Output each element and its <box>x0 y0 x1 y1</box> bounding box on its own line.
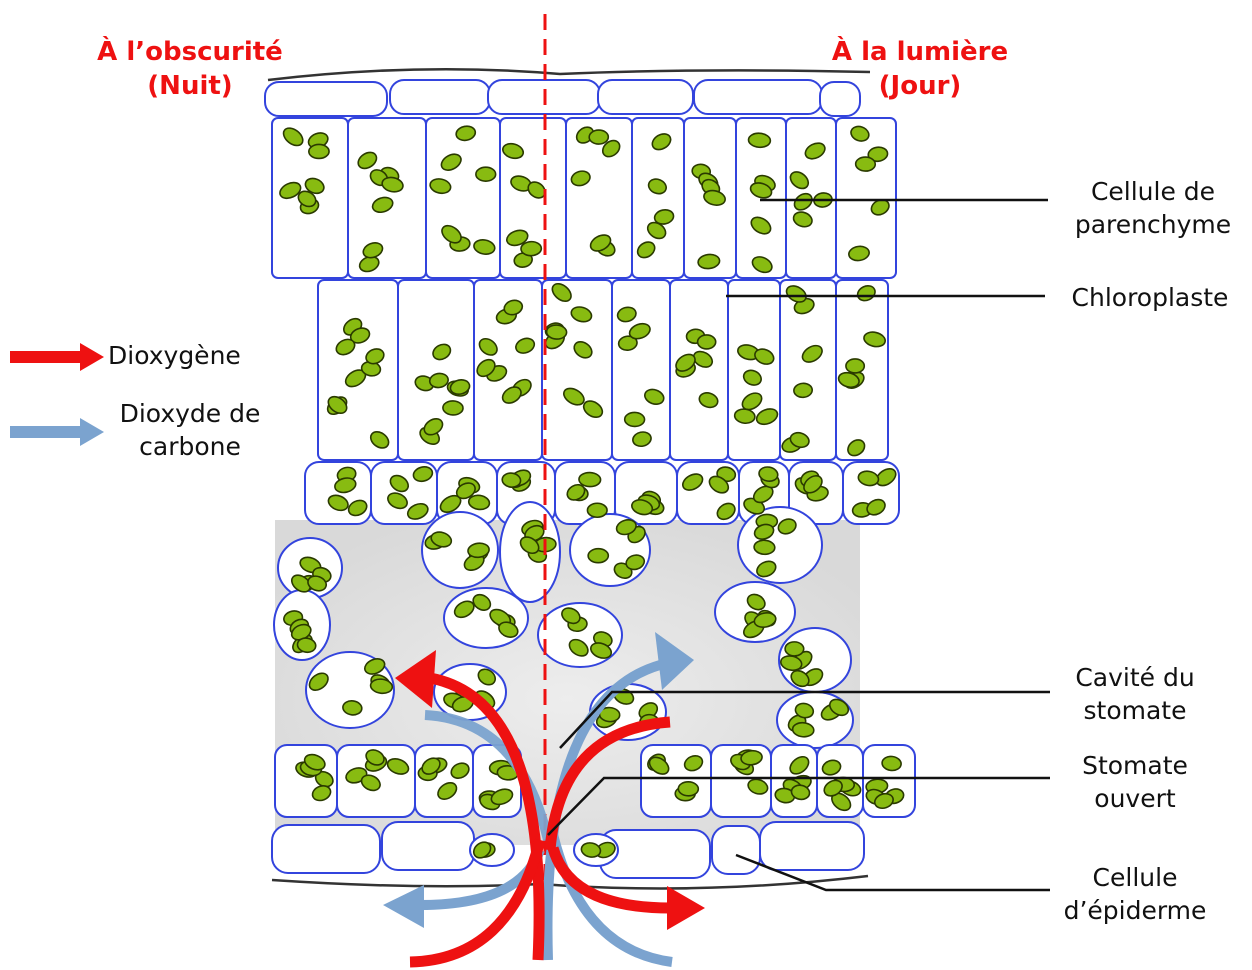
stomata-label-line2: ouvert <box>1040 783 1230 816</box>
chloroplast <box>521 241 542 256</box>
chloroplast <box>587 503 607 517</box>
chloroplast <box>309 144 329 158</box>
chloroplast <box>856 157 876 171</box>
chloroplast <box>748 133 771 148</box>
cavity-label: Cavité du stomate <box>1040 662 1230 727</box>
co2-legend-line1: Dioxyde de <box>100 398 280 431</box>
lower-epidermis-cell <box>272 825 380 873</box>
parenchyma-label-line2: parenchyme <box>1058 209 1248 242</box>
stomata-label-line1: Stomate <box>1040 750 1230 783</box>
stomata-label: Stomate ouvert <box>1040 750 1230 815</box>
chloroplast <box>698 335 716 349</box>
chloroplast-label: Chloroplaste <box>1050 282 1250 315</box>
day-title: À la lumière (Jour) <box>790 36 1050 104</box>
cavity-label-line2: stomate <box>1040 695 1230 728</box>
o2-arrowhead-day <box>667 886 705 930</box>
upper-epidermis-cell <box>598 80 693 114</box>
chloroplast <box>476 167 496 181</box>
chloroplast <box>678 782 698 796</box>
parenchyma-label: Cellule de parenchyme <box>1058 176 1248 241</box>
epidermis-label: Cellule d’épiderme <box>1040 862 1230 927</box>
co2-legend-line2: carbone <box>100 431 280 464</box>
cavity-label-line1: Cavité du <box>1040 662 1230 695</box>
day-title-line1: À la lumière <box>790 36 1050 70</box>
chloroplast <box>579 472 601 487</box>
upper-epidermis-cell <box>390 80 490 114</box>
chloroplast <box>785 642 804 656</box>
parenchyma-label-line1: Cellule de <box>1058 176 1248 209</box>
epidermis-label-line2: d’épiderme <box>1040 895 1230 928</box>
night-title: À l’obscurité (Nuit) <box>60 36 320 104</box>
epidermis-label-line1: Cellule <box>1040 862 1230 895</box>
lower-mesophyll-cell <box>415 745 473 817</box>
chloroplast <box>754 540 775 555</box>
night-title-line2: (Nuit) <box>60 70 320 104</box>
palisade-cell <box>728 280 780 460</box>
chloroplast <box>589 130 608 144</box>
co2-legend-arrow <box>10 418 104 446</box>
co2-legend-label: Dioxyde de carbone <box>100 398 280 463</box>
oxygen-legend-label: Dioxygène <box>108 340 278 373</box>
day-title-line2: (Jour) <box>790 70 1050 104</box>
lower-mesophyll-cell <box>641 745 711 817</box>
lower-epidermis-cell <box>712 826 760 874</box>
co2-arrowhead-night <box>383 885 424 928</box>
night-title-line1: À l’obscurité <box>60 36 320 70</box>
spongy-cell <box>738 507 822 583</box>
chloroplast <box>793 383 812 398</box>
chloroplast <box>846 359 864 373</box>
lower-epidermis-cell <box>382 822 474 870</box>
lower-epidermis-cell <box>760 822 864 870</box>
chloroplast <box>625 412 645 426</box>
chloroplast <box>546 325 567 340</box>
upper-cuticle <box>268 69 870 80</box>
chloroplast <box>588 549 608 563</box>
spongy-cell <box>570 514 650 586</box>
chloroplast <box>443 401 464 416</box>
oxygen-legend-arrow <box>10 343 104 371</box>
